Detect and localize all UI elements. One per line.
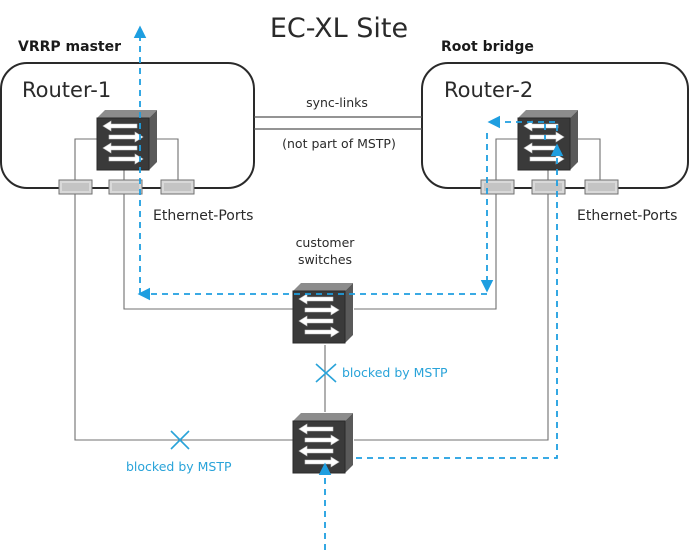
blocked-x-icon bbox=[170, 430, 190, 450]
vrrp-master-label: VRRP master bbox=[18, 39, 121, 55]
router-1-switch-icon bbox=[96, 109, 158, 171]
root-bridge-label: Root bridge bbox=[441, 39, 534, 55]
router-2-port-1-icon bbox=[480, 179, 515, 195]
router-1-ports-label: Ethernet-Ports bbox=[153, 208, 253, 224]
sync-links-note: (not part of MSTP) bbox=[282, 136, 396, 151]
blocked-horizontal-label: blocked by MSTP bbox=[126, 459, 232, 474]
sync-links-label: sync-links bbox=[306, 95, 368, 110]
router-2-port-3-icon bbox=[584, 179, 619, 195]
router-2-switch-icon bbox=[517, 109, 579, 171]
blocked-vertical-label: blocked by MSTP bbox=[342, 365, 448, 380]
router-1-port-3-icon bbox=[160, 179, 195, 195]
router-1-port-1-icon bbox=[58, 179, 93, 195]
customer-switch-top-icon bbox=[292, 282, 354, 344]
router-2-port-2-icon bbox=[531, 179, 566, 195]
traffic-flow bbox=[133, 25, 564, 550]
router-2-name: Router-2 bbox=[444, 78, 533, 102]
customer-switch-bottom-icon bbox=[292, 412, 354, 474]
site-title: EC-XL Site bbox=[270, 13, 408, 44]
customer-switches-label-line2: switches bbox=[298, 252, 352, 267]
customer-switches-label-line1: customer bbox=[296, 235, 356, 250]
router-1-name: Router-1 bbox=[22, 78, 111, 102]
router-1-port-2-icon bbox=[108, 179, 143, 195]
router-2-ports-label: Ethernet-Ports bbox=[577, 208, 677, 224]
blocked-x-icon bbox=[315, 363, 337, 383]
external-cables bbox=[74, 194, 549, 441]
